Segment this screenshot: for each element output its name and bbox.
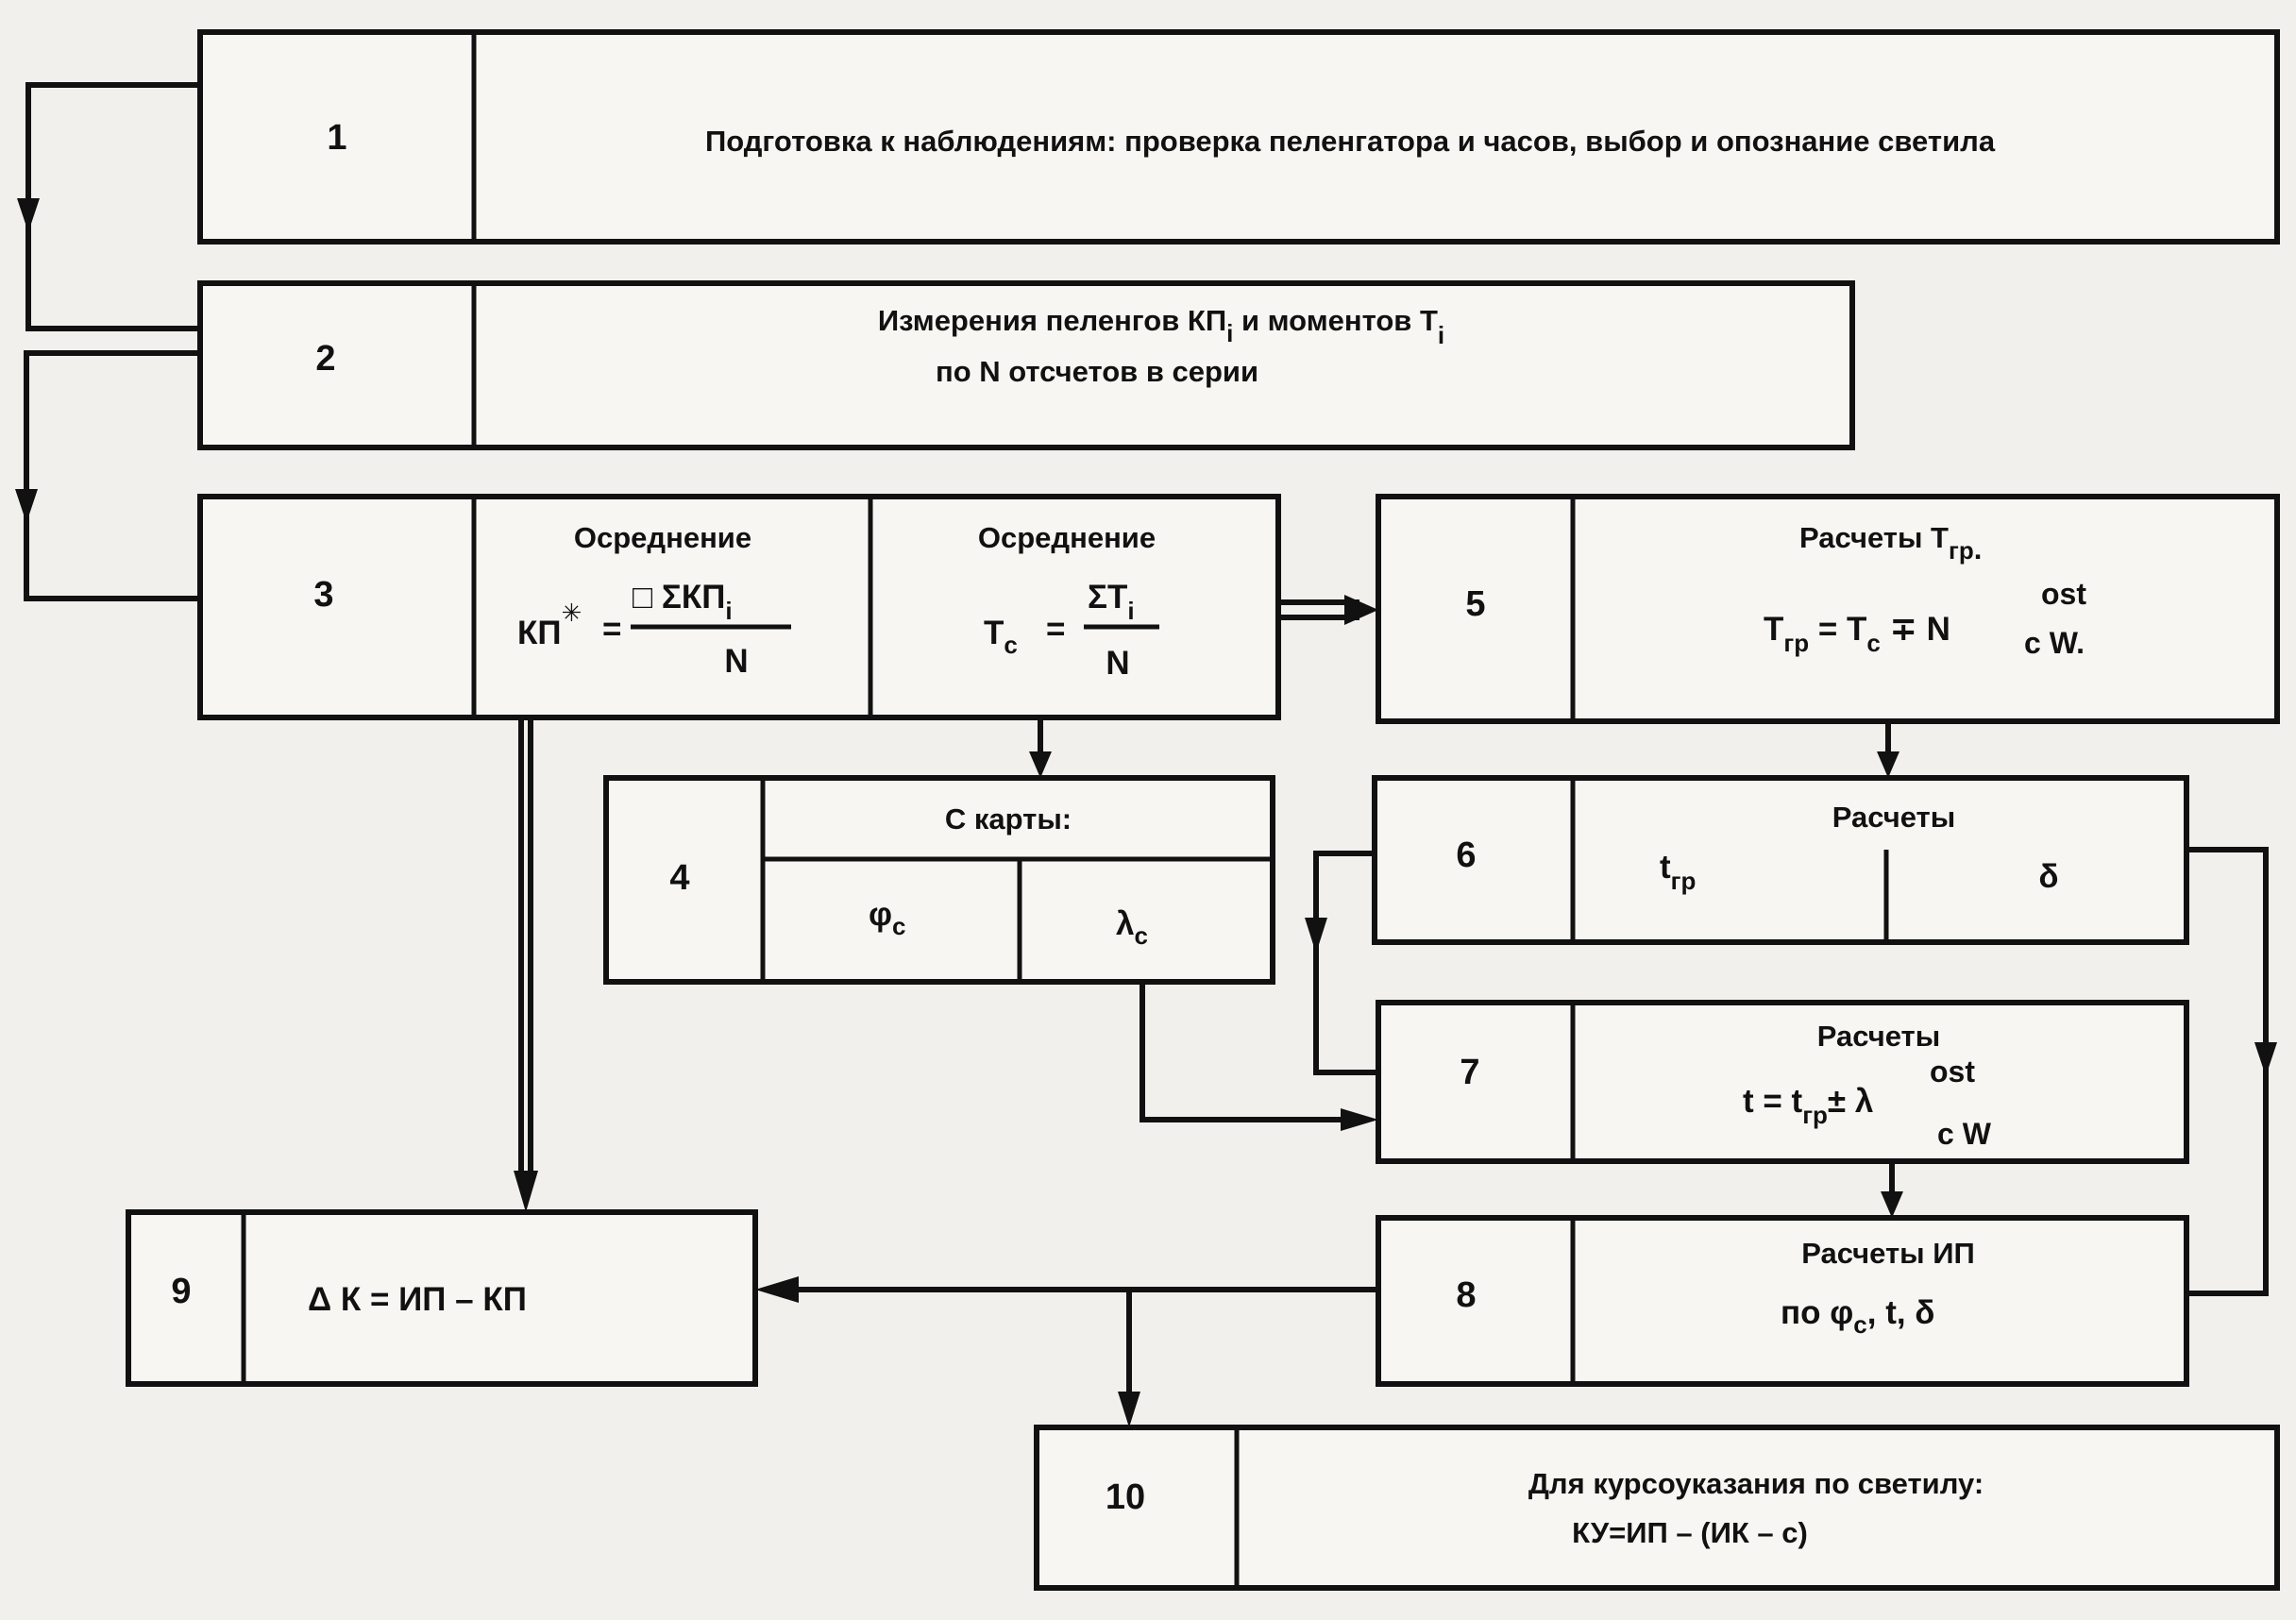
block-2-line-2: по N отсчетов в серии — [936, 355, 1258, 388]
kp-average-eq: = — [602, 611, 621, 648]
block-9-frame — [126, 1209, 758, 1387]
arrowhead-4-to-7 — [1341, 1108, 1378, 1131]
arrowhead-3-to-4 — [1029, 751, 1052, 778]
block-4-frame — [603, 775, 1275, 985]
block-5-formula-sup: ost — [2041, 577, 2086, 611]
block-8-title: Расчеты ИП — [1801, 1237, 1975, 1270]
block-8-number: 8 — [1456, 1275, 1476, 1315]
connector-6-to-7 — [1313, 851, 1378, 1075]
block-10-line-1: Для курсоуказания по светилу: — [1528, 1467, 1984, 1500]
arrowhead-8-to-9 — [755, 1276, 799, 1303]
arrowhead-7-to-8 — [1881, 1191, 1903, 1218]
block-5-formula: Тгр = Тс ∓ N — [1764, 611, 1950, 657]
tc-average-title: Осреднение — [978, 521, 1156, 554]
block-7-title: Расчеты — [1817, 1020, 1940, 1053]
block-5-title: Расчеты Тгр. — [1799, 521, 1982, 565]
block-4-title: С карты: — [945, 802, 1072, 835]
greenwich-hour-angle: tгр — [1660, 849, 1696, 895]
block-7-formula: t = tгр± λ — [1743, 1083, 1873, 1129]
block-10-frame — [1034, 1425, 2280, 1591]
kp-average-lhs: КП✳ — [517, 599, 582, 651]
block-2-line-1: Измерения пеленгов КПi и моментов Тi — [878, 304, 1444, 349]
connector-1-to-2 — [25, 82, 200, 331]
block-8-frame — [1376, 1215, 2189, 1387]
block-6-number: 6 — [1456, 835, 1476, 875]
block-10: 10 Для курсоуказания по светилу: КУ=ИП –… — [1034, 1425, 2280, 1591]
block-7: 7 Расчеты t = tгр± λ ost c W — [1376, 1000, 2189, 1164]
block-7-formula-sup: ost — [1930, 1055, 1975, 1088]
block-6: 6 Расчеты tгр δ — [1372, 775, 2189, 945]
kp-average-numerator: □ ΣКПi — [633, 579, 733, 625]
arrowhead-to-10 — [1118, 1392, 1140, 1427]
block-3-frame — [197, 494, 1281, 720]
block-9-number: 9 — [171, 1272, 191, 1311]
block-3: 3 Осреднение КП✳ = □ ΣКПi N Осреднение Т… — [197, 494, 1281, 720]
block-1: 1 Подготовка к наблюдениям: проверка пел… — [197, 29, 2280, 245]
longitude-symbol: λс — [1116, 905, 1148, 950]
block-10-line-2: КУ=ИП – (ИК – с) — [1572, 1516, 1808, 1549]
block-7-formula-sub: c W — [1937, 1117, 1992, 1151]
block-9: 9 Δ К = ИП – КП — [126, 1209, 758, 1387]
arrowhead-3-to-5 — [1344, 595, 1378, 625]
block-10-number: 10 — [1106, 1477, 1145, 1517]
kp-average-title: Осреднение — [574, 521, 751, 554]
block-2: 2 Измерения пеленгов КПi и моментов Тi п… — [197, 280, 1855, 450]
block-8: 8 Расчеты ИП по φс, t, δ — [1376, 1215, 2189, 1387]
connector-2-to-3 — [24, 350, 200, 601]
tc-average-lhs: Тс — [984, 615, 1018, 659]
tc-average-denominator: N — [1106, 645, 1129, 682]
arrowhead-2-to-3 — [15, 489, 38, 523]
arrowhead-6-to-8 — [2254, 1042, 2277, 1076]
block-6-title: Расчеты — [1832, 801, 1955, 834]
connector-6-to-8 — [2186, 847, 2269, 1296]
block-4-number: 4 — [669, 858, 689, 898]
block-2-number: 2 — [315, 339, 335, 379]
latitude-symbol: φс — [869, 896, 906, 940]
block-5: 5 Расчеты Тгр. Тгр = Тс ∓ N ost c W. — [1376, 494, 2280, 724]
block-8-line-2: по φс, t, δ — [1781, 1294, 1935, 1339]
block-6-frame — [1372, 775, 2189, 945]
block-1-frame — [197, 29, 2280, 245]
block-9-formula: Δ К = ИП – КП — [308, 1281, 527, 1318]
block-1-number: 1 — [327, 118, 346, 158]
block-5-frame — [1376, 494, 2280, 724]
tc-average-eq: = — [1046, 611, 1065, 648]
block-3-number: 3 — [313, 575, 333, 615]
arrowhead-1-to-2 — [17, 198, 40, 232]
block-5-number: 5 — [1465, 584, 1485, 624]
arrowhead-3-to-9 — [514, 1171, 538, 1212]
block-7-frame — [1376, 1000, 2189, 1164]
block-7-number: 7 — [1460, 1053, 1479, 1092]
block-5-formula-sub: c W. — [2024, 626, 2085, 660]
arrowhead-5-to-6 — [1877, 751, 1899, 778]
block-4: 4 С карты: φс λс — [603, 775, 1275, 985]
declination-symbol: δ — [2038, 858, 2058, 895]
arrowhead-6-to-7 — [1305, 918, 1327, 953]
tc-average-numerator: ΣТi — [1088, 579, 1135, 625]
kp-average-denominator: N — [724, 643, 748, 680]
connector-4-to-7 — [1140, 982, 1350, 1122]
block-1-text: Подготовка к наблюдениям: проверка пелен… — [705, 125, 1996, 158]
